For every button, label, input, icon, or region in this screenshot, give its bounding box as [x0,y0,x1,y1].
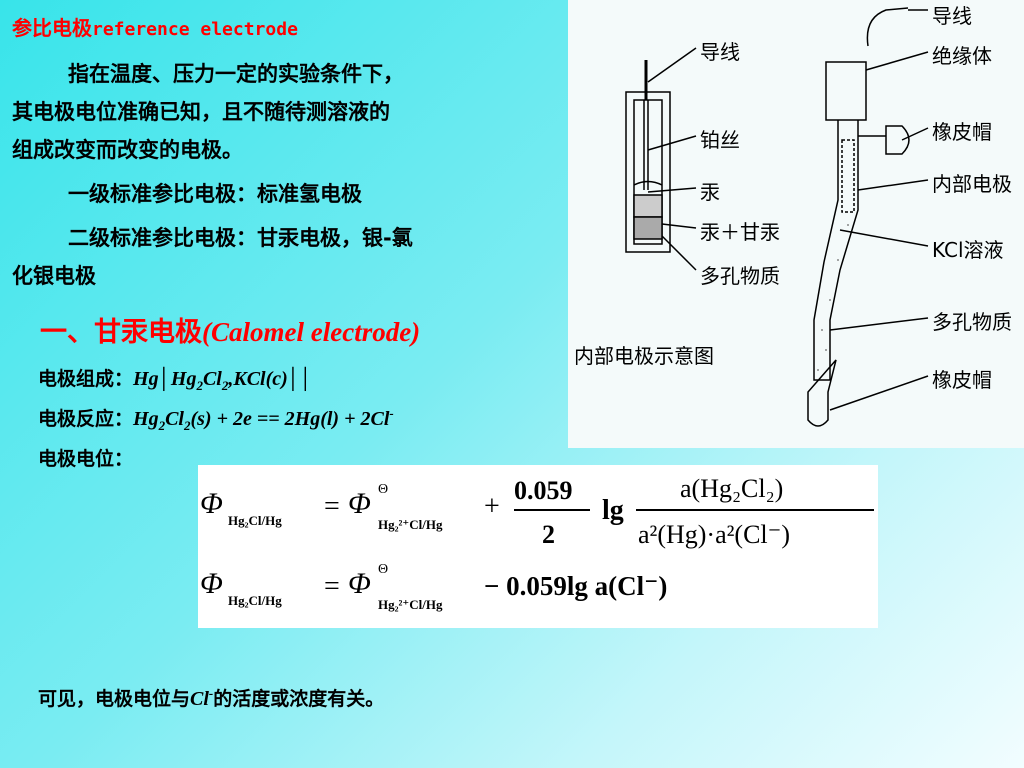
calomel-electrode-diagram: 导线 铂丝 汞 汞＋甘汞 多孔物质 内部电极示意图 导线 绝缘体 橡皮帽 内部电… [568,0,1024,448]
phi-symbol-2: Φ [200,567,223,600]
section-title: 一、甘汞电极(Calomel electrode) [40,310,420,349]
svg-text:=: = [324,491,340,522]
conclusion-post: 的活度或浓度有关。 [213,688,385,710]
coefficient-denominator: 2 [542,520,555,549]
lhs-subscript-2: Hg₂Cl/Hg [228,593,282,608]
label-inner-electrode: 内部电极 [932,172,1012,196]
reaction-row: 电极反应：Hg2Cl2(s) + 2e == 2Hg(l) + 2Cl- [38,404,394,434]
svg-text:=: = [324,571,340,602]
composition-row: 电极组成：Hg│Hg2Cl2,KCl(c)││ [38,364,312,394]
composition-label: 电极组成： [38,368,134,390]
phi-symbol-1: Φ [200,487,223,520]
label-kcl-solution: KCl溶液 [932,238,1004,262]
fraction-denominator: a²(Hg)·a²(Cl⁻) [638,520,790,549]
label-inner-wire: 导线 [700,40,740,64]
level2-reference-line-1: 二级标准参比电极：甘汞电极，银-氯 [68,226,413,250]
reaction-label: 电极反应： [38,408,134,430]
label-rubber-cap-top: 橡皮帽 [932,120,992,144]
lg-1: lg [602,495,624,526]
label-rubber-cap-bottom: 橡皮帽 [932,368,992,392]
level1-reference: 一级标准参比电极：标准氢电极 [68,182,362,206]
std-subscript-1: Hg₂²⁺Cl/Hg [378,517,443,532]
svg-text:+: + [484,491,500,522]
composition-expression: Hg│Hg2Cl2,KCl(c)││ [133,368,313,393]
reaction-expression: Hg2Cl2(s) + 2e == 2Hg(l) + 2Cl- [133,405,394,433]
definition-line-1: 指在温度、压力一定的实验条件下， [68,62,404,86]
conclusion-ion: Cl- [190,685,214,710]
std-superscript-2: Θ [378,562,388,577]
definition-line-3: 组成改变而改变的电极。 [12,138,243,162]
inner-caption: 内部电极示意图 [574,344,714,368]
label-inner-mercury: 汞 [700,180,720,204]
conclusion: 可见，电极电位与Cl-的活度或浓度有关。 [38,684,384,711]
slide-title: 参比电极reference electrode [12,12,298,41]
formula-drawing: Φ Hg₂Cl/Hg = Φ Θ Hg₂²⁺Cl/Hg + 0.059 2 lg… [200,474,874,612]
phi-symbol-std-2: Φ [348,567,371,600]
potential-formula: Φ Hg₂Cl/Hg = Φ Θ Hg₂²⁺Cl/Hg + 0.059 2 lg… [198,465,878,628]
title-cn: 参比电极 [12,16,92,40]
potential-label: 电极电位： [38,448,134,470]
section-title-cn: 一、甘汞电极 [40,317,202,348]
std-superscript-1: Θ [378,482,388,497]
title-en: reference electrode [92,19,298,40]
definition-line-2: 其电极电位准确已知，且不随待测溶液的 [12,100,390,124]
fraction-numerator: a(Hg₂Cl₂) [680,474,783,503]
lhs-subscript-1: Hg₂Cl/Hg [228,513,282,528]
phi-symbol-std-1: Φ [348,487,371,520]
label-insulator: 绝缘体 [932,44,992,68]
diagram-drawing [625,7,929,427]
label-inner-paste: 汞＋甘汞 [700,220,780,244]
level2-reference-line-2: 化银电极 [12,264,96,288]
line2-tail: − 0.059lg a(Cl⁻) [484,571,667,601]
label-outer-porous: 多孔物质 [932,310,1012,334]
label-outer-wire: 导线 [932,4,972,28]
coefficient-numerator: 0.059 [514,476,573,505]
section-title-en: (Calomel electrode) [202,317,421,347]
conclusion-pre: 可见，电极电位与 [38,688,191,710]
label-inner-porous: 多孔物质 [700,264,780,288]
label-inner-platinum: 铂丝 [700,128,740,152]
std-subscript-2: Hg₂²⁺Cl/Hg [378,597,443,612]
